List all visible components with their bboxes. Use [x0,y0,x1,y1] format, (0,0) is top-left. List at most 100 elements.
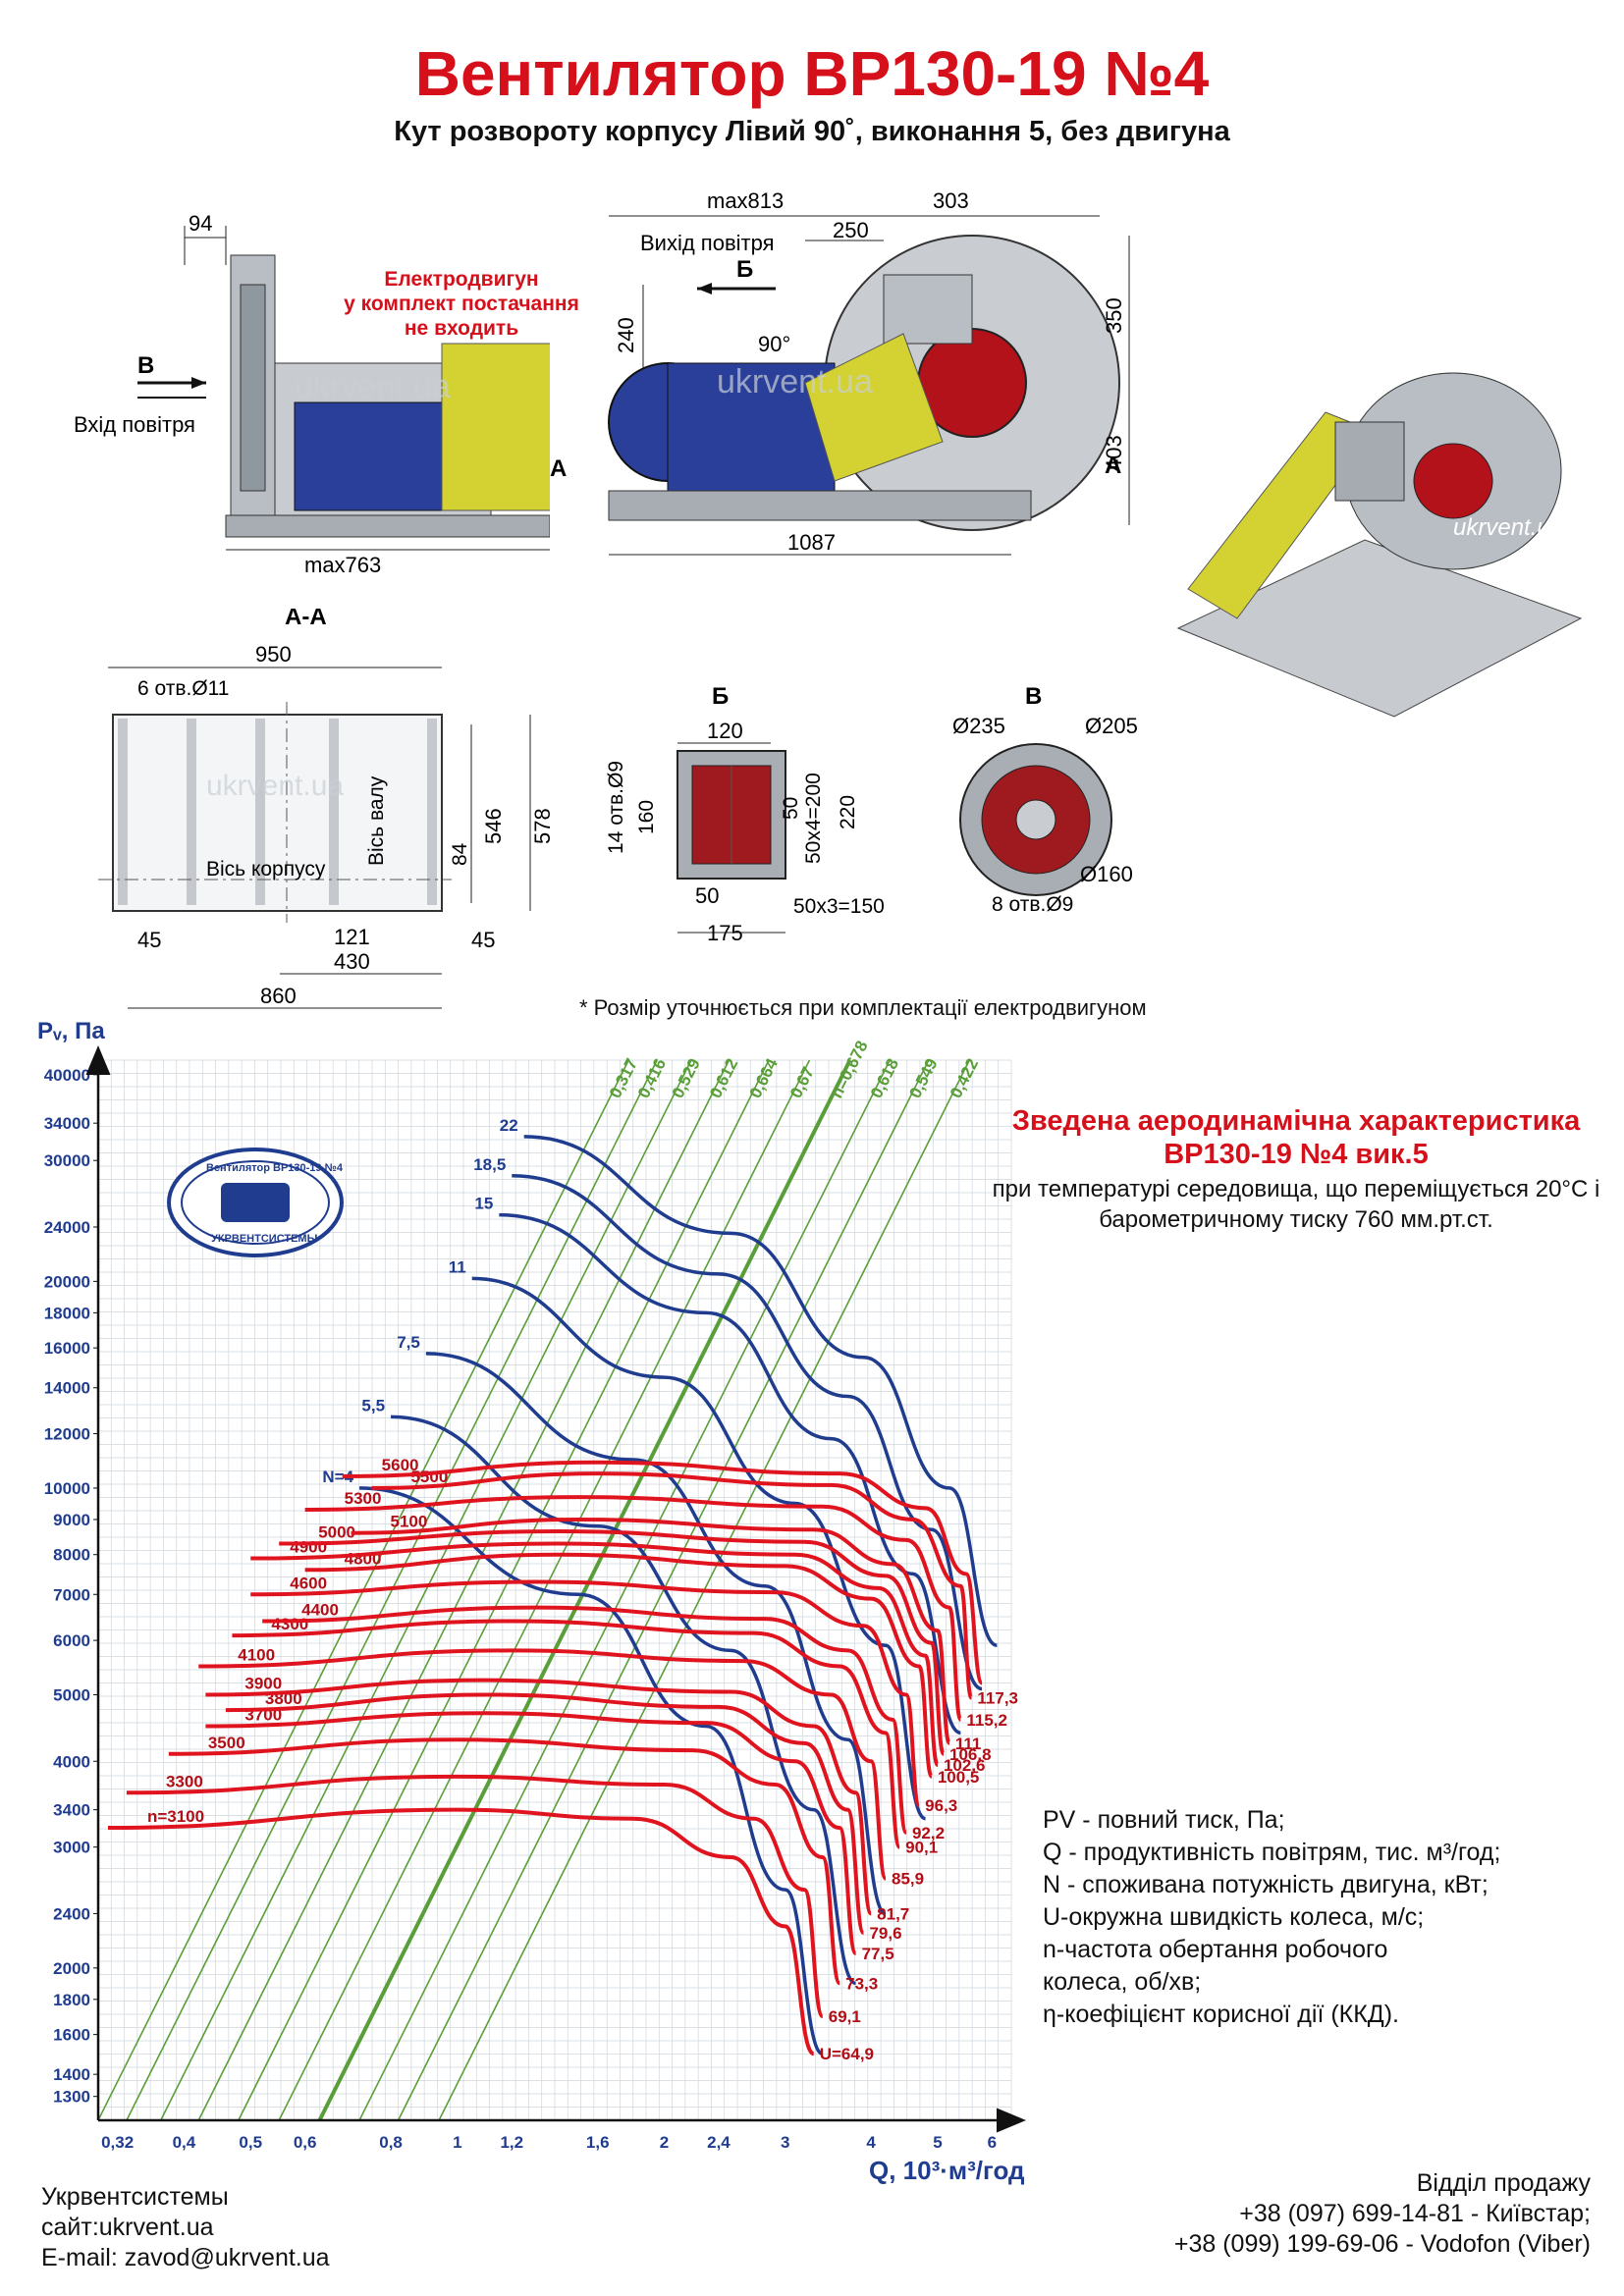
x-tick-label: 1,6 [586,2133,610,2152]
efficiency-label: 0,422 [947,1055,982,1101]
power-curve [523,1135,999,1647]
d160-label: Ø160 [1080,862,1133,886]
page-title: Вентилятор ВР130-19 №4 [414,38,1210,109]
dim-350: 350 [1102,297,1126,334]
speed-u-label: 85,9 [892,1870,924,1889]
y-tick-label: 12000 [44,1425,90,1444]
motor-note-line1: Електродвигун [384,268,539,291]
speed-u-label: 102,6 [944,1756,986,1775]
dim-120: 120 [707,719,743,743]
dim-403: 403 [1102,435,1126,471]
section-aa-title: А-А [285,609,327,630]
speed-curve-label: 5100 [390,1513,427,1531]
dim-578: 578 [530,808,555,844]
speed-u-label: 92,2 [912,1824,945,1842]
dimension-note: * Розмір уточнюється при комплектації ел… [579,995,1147,1020]
y-tick-label: 34000 [44,1114,90,1133]
dim-250: 250 [833,218,869,242]
email-link[interactable]: E-mail: zavod@ukrvent.ua [41,2244,330,2271]
y-tick-label: 18000 [44,1304,90,1322]
speed-curve [205,1678,874,1916]
speed-curve-label: 4400 [301,1601,339,1620]
speed-u-label: 96,3 [925,1796,957,1815]
dim-121: 121 [334,925,370,949]
dim-94: 94 [189,211,212,236]
x-tick-label: 5 [933,2133,942,2152]
x-tick-label: 0,32 [101,2133,134,2152]
speed-curve [232,1619,902,1849]
phone-vodafone[interactable]: +38 (099) 199-69-06 - Vodofon (Viber) [1173,2230,1591,2258]
speed-curve [250,1541,940,1768]
y-tick-label: 30000 [44,1151,90,1170]
y-tick-label: 1800 [53,1991,90,2009]
legend-n-power: N - споживана потужність двигуна, кВт; [1043,1871,1489,1898]
power-curve [512,1174,983,1691]
speed-curve [205,1711,858,1956]
speed-u-label: 69,1 [829,2007,861,2026]
speed-curve [262,1605,908,1835]
legend-n-speed-1: n-частота обертання робочого [1043,1936,1388,1963]
x-axis-title: Q, 10³·м³/год [869,2156,1025,2185]
efficiency-line [358,1059,891,2121]
speed-curve-label: 4600 [290,1574,327,1592]
dim-860: 860 [260,984,297,1008]
side-view-drawing: 94 В Вхід повітря max763 ukrvent.ua [74,211,550,577]
speed-curve [107,1807,815,2056]
dim-45-left: 45 [137,928,161,952]
watermark-aa: ukrvent.ua [206,770,344,802]
dim-303: 303 [933,188,969,213]
x-tick-label: 1 [453,2133,461,2152]
speed-curve [168,1737,842,1986]
speed-curve-label: 3300 [166,1772,203,1790]
dim-240: 240 [614,317,638,353]
y-tick-label: 1400 [53,2065,90,2084]
x-tick-label: 0,5 [239,2133,262,2152]
speed-curve-label: 5300 [345,1489,382,1508]
site-link[interactable]: сайт:ukrvent.ua [41,2214,214,2241]
speed-curve [371,1471,974,1700]
watermark-3d: ukrvent.ua [1453,514,1563,541]
speed-u-label: 90,1 [905,1839,938,1857]
footer-contacts: Укрвентсистемы сайт:ukrvent.ua E-mail: z… [41,2182,330,2273]
motor-note-line3: не входить [404,317,519,340]
speed-u-label: 115,2 [966,1711,1007,1730]
phone-kyivstar[interactable]: +38 (097) 699-14-81 - Київстар; [1239,2200,1591,2227]
section-aa-drawing: А-А 950 6 отв.Ø11 Вісь корпусу Вісь валу… [98,609,555,1009]
speed-u-label: 117,3 [977,1689,1018,1708]
chart-conditions: при температурі середовища, що переміщує… [992,1176,1600,1233]
speed-curve-label: 3900 [244,1674,282,1692]
speed-curve-label: 5600 [382,1456,419,1474]
x-tick-label: 0,8 [379,2133,403,2152]
dim-950: 950 [255,642,292,667]
legend-n-speed-2: колеса, об/хв; [1043,1968,1202,1996]
speed-curve [250,1579,922,1808]
d235-label: Ø235 [952,714,1005,738]
chart-title: Зведена аеродинамічна характеристика ВР1… [1011,1105,1581,1170]
efficiency-line [317,1059,852,2121]
motor-note: Електродвигун у комплект постачання не в… [344,267,579,341]
y-tick-label: 1300 [53,2088,90,2107]
view-b-drawing: Б 120 14 отв.Ø9 160 50 50х4=200 220 50 5… [605,683,885,945]
speed-u-label: 73,3 [845,1974,878,1993]
efficiency-line [160,1059,692,2121]
power-curve [359,1486,824,2056]
angle-90: 90° [758,332,790,356]
y-tick-label: 3400 [53,1801,90,1820]
x-tick-label: 0,6 [294,2133,317,2152]
dim-175: 175 [707,921,743,945]
dim-220: 220 [837,795,859,829]
y-tick-label: 6000 [53,1631,90,1650]
efficiency-label: 0,549 [905,1055,941,1101]
logo-bottom-text: УКРВЕНТСИСТЕМЫ [211,1233,318,1245]
holes-11: 6 отв.Ø11 [137,677,229,700]
dim-max763: max763 [304,553,381,577]
y-tick-label: 24000 [44,1218,90,1237]
speed-u-label: 81,7 [877,1904,909,1923]
d205-label: Ø205 [1085,714,1138,738]
motor-note-line2: у комплект постачання [344,293,579,315]
speed-u-label: 111 [955,1735,982,1753]
y-tick-label: 7000 [53,1585,90,1604]
power-curve-label: 15 [474,1195,493,1213]
dim-max813: max813 [707,188,784,213]
